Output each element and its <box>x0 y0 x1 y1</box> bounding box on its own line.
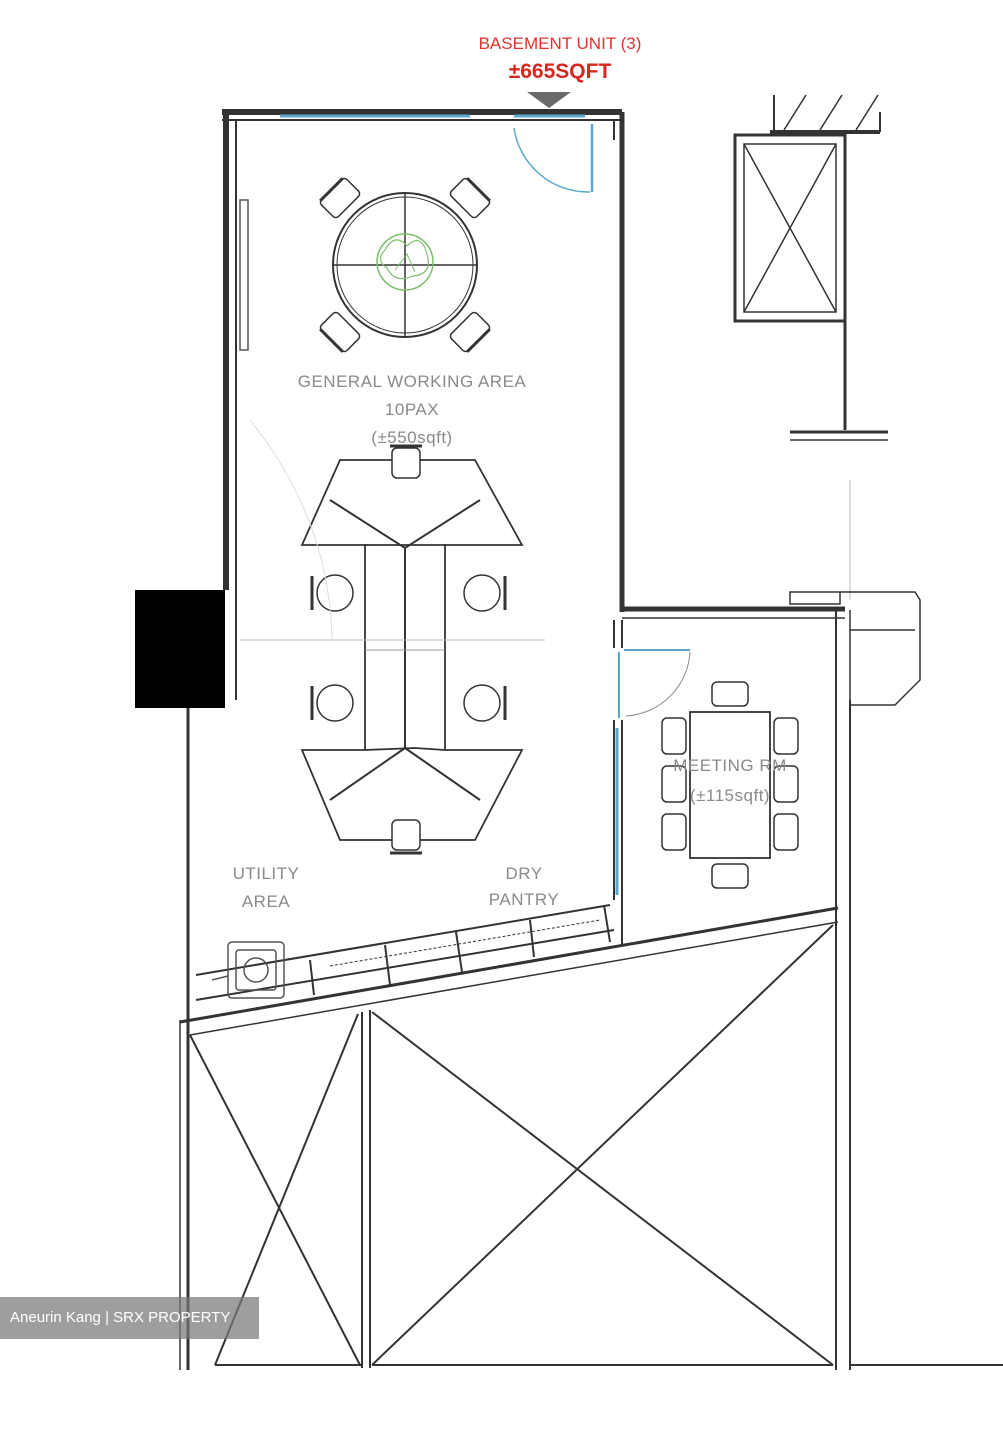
utility-area-line2: AREA <box>241 892 291 911</box>
meeting-table <box>689 711 771 859</box>
reference-lines <box>240 419 851 641</box>
utility-area-line1: UTILITY <box>232 864 300 883</box>
window-glazing <box>280 114 620 895</box>
lower-boundary <box>179 906 839 1036</box>
column <box>135 590 225 708</box>
dry-pantry-line2: PANTRY <box>488 890 560 909</box>
pantry-counter <box>195 904 615 1001</box>
meeting-door <box>624 649 691 717</box>
void-top-right <box>733 94 888 441</box>
entrance-marker <box>527 92 571 108</box>
entrance-door <box>513 124 594 193</box>
unit-area: ±665SQFT <box>508 60 612 83</box>
workstation-dividers <box>329 499 481 801</box>
unit-label: BASEMENT UNIT (3) <box>478 34 642 53</box>
left-window-strip <box>239 199 249 351</box>
round-table <box>332 192 478 338</box>
void-right <box>371 924 834 1366</box>
general-area-name: GENERAL WORKING AREA <box>297 372 527 391</box>
general-area-pax: 10PAX <box>384 400 440 419</box>
riser-box <box>789 591 921 706</box>
meeting-chairs <box>661 681 799 889</box>
dry-pantry-line1: DRY <box>505 864 543 883</box>
main-office-walls <box>179 109 1003 1370</box>
watermark-badge: Aneurin Kang | SRX PROPERTY <box>0 1297 259 1339</box>
utility-appliance <box>211 941 285 999</box>
meeting-room-name: MEETING RM <box>673 756 787 775</box>
meeting-room-size: (±115sqft) <box>689 786 771 805</box>
general-area-size: (±550sqft) <box>371 428 453 447</box>
round-table-chairs <box>319 177 491 353</box>
workstation-chairs <box>310 444 507 855</box>
